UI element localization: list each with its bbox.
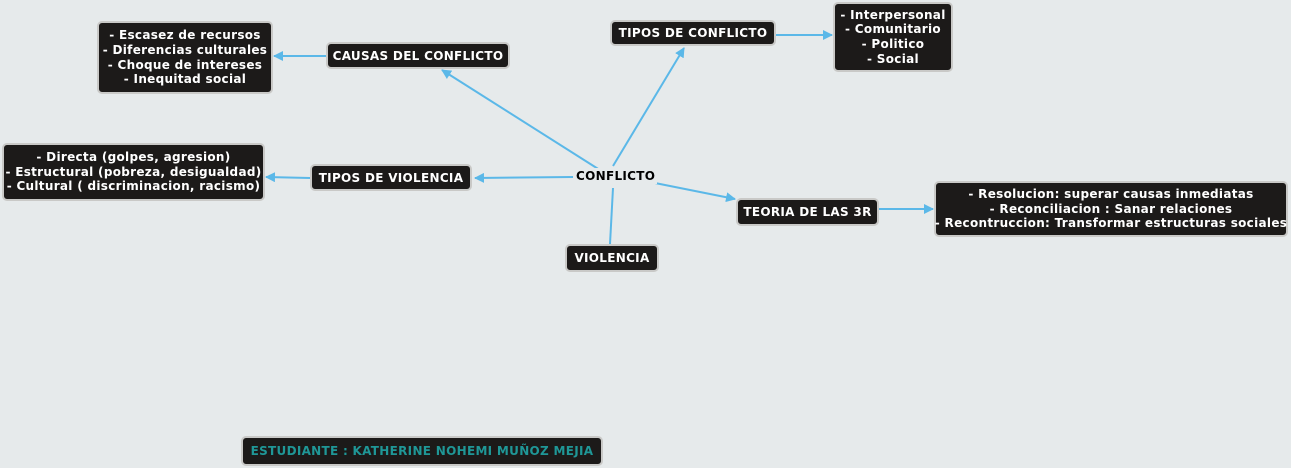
tipos-violencia-list: - Directa (golpes, agresion) - Estructur…	[5, 150, 261, 194]
connector-center-tipos-violencia	[474, 172, 574, 183]
causas-label: CAUSAS DEL CONFLICTO	[332, 48, 504, 63]
list-item: - Comunitario	[845, 22, 941, 37]
causas-list-node[interactable]: - Escasez de recursos - Diferencias cult…	[97, 21, 273, 94]
tipos-violencia-list-node[interactable]: - Directa (golpes, agresion) - Estructur…	[2, 143, 265, 201]
tipos-de-conflicto-node[interactable]: TIPOS DE CONFLICTO	[610, 20, 776, 46]
connector-center-teoria	[654, 182, 736, 203]
list-item: - Social	[867, 51, 919, 66]
teoria-de-las-3r-node[interactable]: TEORIA DE LAS 3R	[736, 198, 879, 226]
teoria-label: TEORIA DE LAS 3R	[743, 205, 872, 219]
tipos-violencia-label: TIPOS DE VIOLENCIA	[318, 170, 464, 185]
violencia-label: VIOLENCIA	[574, 251, 650, 265]
list-item: - Escasez de recursos	[109, 28, 261, 43]
list-item: - Diferencias culturales	[102, 42, 268, 57]
list-item: - Inequitad social	[123, 72, 247, 87]
center-topic-conflicto[interactable]: CONFLICTO	[574, 168, 658, 184]
list-item: - Cultural ( discriminacion, racismo)	[6, 179, 261, 194]
list-item: - Directa (golpes, agresion)	[36, 150, 231, 165]
tipos-conflicto-list: - Interpersonal - Comunitario - Politico…	[840, 8, 945, 66]
teoria-list: - Resolucion: superar causas inmediatas …	[935, 187, 1287, 231]
list-item: - Reconciliacion : Sanar relaciones	[989, 201, 1233, 216]
student-name-label: ESTUDIANTE : KATHERINE NOHEMI MUÑOZ MEJI…	[250, 444, 594, 458]
list-item: - Estructural (pobreza, desigualdad)	[5, 164, 262, 179]
list-item: - Choque de intereses	[107, 57, 263, 72]
connector-center-violencia	[609, 187, 614, 245]
list-item: - Interpersonal	[840, 7, 946, 22]
causas-del-conflicto-node[interactable]: CAUSAS DEL CONFLICTO	[326, 42, 510, 69]
connector-center-tipos-conflicto	[612, 47, 685, 167]
tipos-de-violencia-node[interactable]: TIPOS DE VIOLENCIA	[310, 164, 472, 191]
list-item: - Politico	[861, 37, 925, 51]
student-name-footer[interactable]: ESTUDIANTE : KATHERINE NOHEMI MUÑOZ MEJI…	[241, 436, 603, 466]
center-topic-label: CONFLICTO	[576, 169, 656, 183]
violencia-node[interactable]: VIOLENCIA	[565, 244, 659, 272]
list-item: - Recontruccion: Transformar estructuras…	[934, 216, 1288, 231]
causas-list: - Escasez de recursos - Diferencias cult…	[103, 28, 268, 86]
teoria-list-node[interactable]: - Resolucion: superar causas inmediatas …	[934, 181, 1288, 237]
connector-center-causas	[441, 69, 604, 173]
tipos-conflicto-label: TIPOS DE CONFLICTO	[618, 26, 768, 40]
list-item: - Resolucion: superar causas inmediatas	[968, 187, 1254, 202]
tipos-conflicto-list-node[interactable]: - Interpersonal - Comunitario - Politico…	[833, 2, 953, 72]
connector-tipos-violencia-list	[265, 172, 311, 183]
